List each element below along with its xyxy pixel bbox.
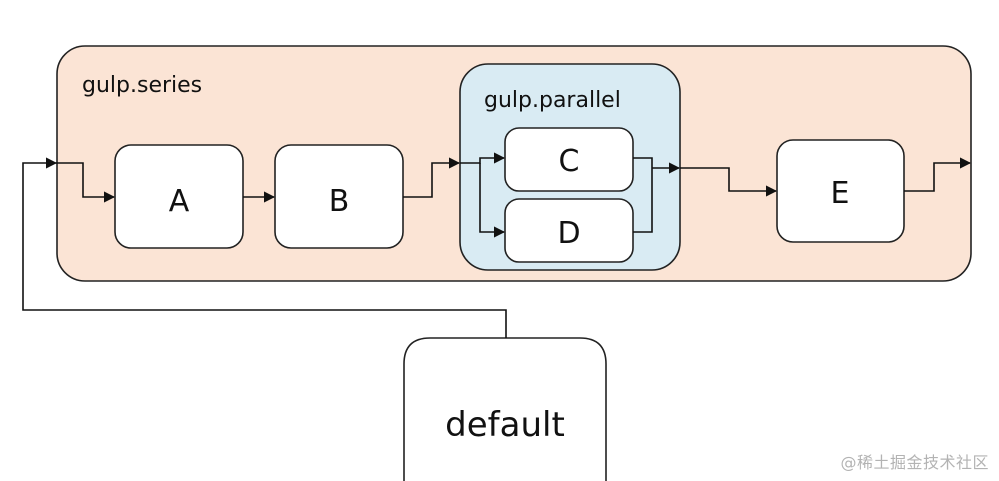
default-task-box: [403, 337, 607, 481]
task-e-label: E: [831, 176, 850, 211]
series-label: gulp.series: [82, 73, 202, 98]
c-to-join-connector: [633, 157, 653, 168]
b-to-parallel-connector: [403, 157, 461, 198]
d-to-join-connector: [633, 168, 653, 233]
task-c-label: C: [559, 144, 580, 179]
task-b-label: B: [329, 184, 350, 219]
default-task-label: default: [445, 405, 565, 445]
series-entry-to-a-connector: [56, 162, 116, 203]
e-to-series-exit-connector: [904, 157, 972, 192]
parallel-split-to-c-connector: [460, 152, 506, 164]
task-d-label: D: [557, 216, 580, 251]
default-to-series-connector: [22, 157, 507, 338]
parallel-to-e-connector: [680, 167, 778, 197]
parallel-label: gulp.parallel: [484, 88, 621, 113]
parallel-split-to-d-connector: [479, 163, 506, 238]
watermark-text: @稀土掘金技术社区: [840, 453, 989, 472]
task-a-label: A: [169, 184, 190, 219]
